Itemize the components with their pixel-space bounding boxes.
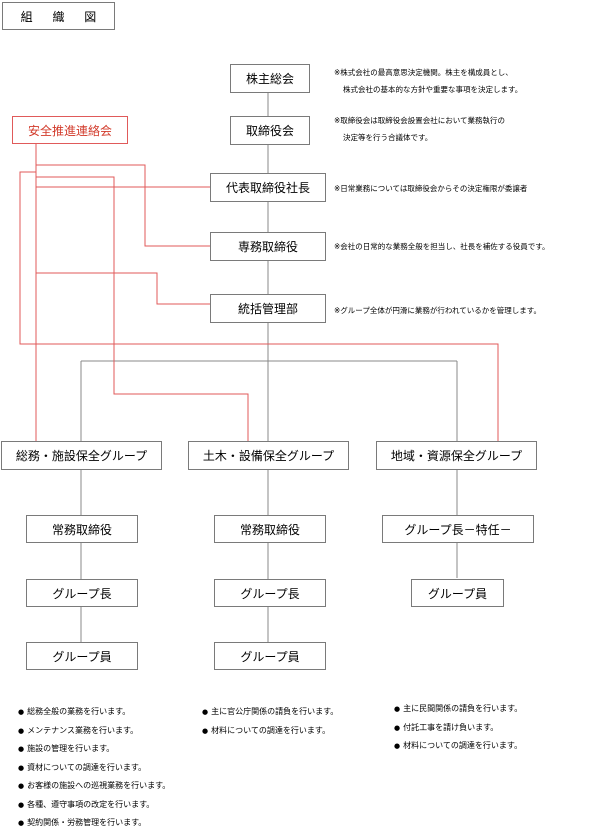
safety-link-management xyxy=(36,272,210,305)
group2-duties-list: 主に官公庁関係の請負を行います。 材料についての調達を行います。 xyxy=(202,703,338,740)
safety-link-group3 xyxy=(19,171,499,441)
note-president: ※日常業務については取締役会からその決定権限が委譲者 xyxy=(334,184,528,193)
list-item: 付託工事を請け負います。 xyxy=(394,719,522,738)
list-item: 材料についての調達を行います。 xyxy=(202,722,338,741)
management-dept-box: 統括管理部 xyxy=(210,294,326,323)
president-box: 代表取締役社長 xyxy=(210,173,326,202)
list-item: 材料についての調達を行います。 xyxy=(394,737,522,756)
list-item: 各種、遵守事項の改定を行います。 xyxy=(18,796,170,815)
group2-executive-box: 常務取締役 xyxy=(214,515,326,543)
group3-duties-list: 主に民間関係の請負を行います。 付託工事を請け負います。 材料についての調達を行… xyxy=(394,700,522,756)
group1-duties-list: 総務全般の業務を行います。 メンテナンス業務を行います。 施設の管理を行います。… xyxy=(18,703,170,833)
list-item: 契約関係・労務管理を行います。 xyxy=(18,814,170,833)
list-item: 主に民間関係の請負を行います。 xyxy=(394,700,522,719)
shareholders-meeting-box: 株主総会 xyxy=(230,64,310,93)
list-item: メンテナンス業務を行います。 xyxy=(18,722,170,741)
group2-member-box: グループ員 xyxy=(214,642,326,670)
group3-leader-box: グループ長－特任－ xyxy=(382,515,534,543)
group2-box: 土木・設備保全グループ xyxy=(188,441,349,470)
note-managing-director: ※会社の日常的な業務全般を担当し、社長を補佐する役員です。 xyxy=(334,242,550,251)
safety-council-box: 安全推進連絡会 xyxy=(12,116,128,144)
group1-box: 総務・施設保全グループ xyxy=(1,441,162,470)
board-of-directors-box: 取締役会 xyxy=(230,116,310,145)
list-item: 施設の管理を行います。 xyxy=(18,740,170,759)
note-management-dept: ※グループ全体が円滑に業務が行われているかを管理します。 xyxy=(334,306,541,315)
safety-link-managing xyxy=(36,164,210,247)
note-shareholders: ※株式会社の最高意思決定機関。株主を構成員とし、 株式会社の基本的な方針や重要な… xyxy=(334,68,523,94)
list-item: 総務全般の業務を行います。 xyxy=(18,703,170,722)
group3-member-box: グループ員 xyxy=(411,579,504,607)
group2-leader-box: グループ長 xyxy=(214,579,326,607)
managing-director-box: 専務取締役 xyxy=(210,232,326,261)
list-item: 主に官公庁関係の請負を行います。 xyxy=(202,703,338,722)
org-chart-connectors xyxy=(19,93,499,642)
group1-executive-box: 常務取締役 xyxy=(26,515,138,543)
group1-member-box: グループ員 xyxy=(26,642,138,670)
group1-leader-box: グループ長 xyxy=(26,579,138,607)
list-item: お客様の施設への巡視業務を行います。 xyxy=(18,777,170,796)
chart-title: 組 織 図 xyxy=(2,2,115,30)
safety-link-group2 xyxy=(36,176,249,441)
group3-box: 地域・資源保全グループ xyxy=(376,441,537,470)
list-item: 資材についての調達を行います。 xyxy=(18,759,170,778)
note-board: ※取締役会は取締役会設置会社において業務執行の 決定等を行う合議体です。 xyxy=(334,116,506,142)
